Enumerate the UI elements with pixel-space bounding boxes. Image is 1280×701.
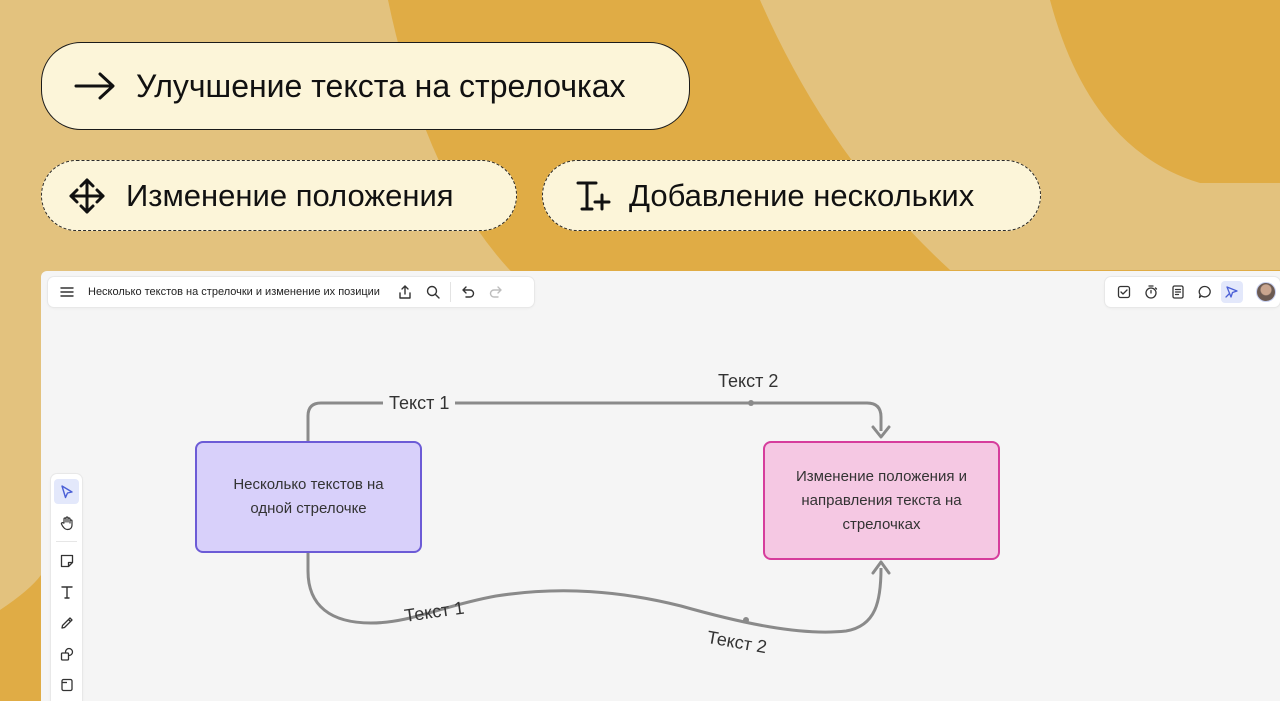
- checkbox-icon[interactable]: [1113, 281, 1135, 303]
- export-icon[interactable]: [394, 281, 416, 303]
- menu-icon[interactable]: [56, 281, 78, 303]
- arrow-right-icon: [74, 72, 115, 100]
- sticky-note-icon[interactable]: [54, 548, 79, 573]
- feature-pill-label: Улучшение текста на стрелочках: [136, 67, 626, 104]
- node-label: Изменение положения и направления текста…: [795, 467, 968, 533]
- feature-pill-move: Изменение положения: [41, 160, 517, 231]
- tool-divider: [56, 541, 77, 542]
- top-right-toolbar: [1105, 277, 1280, 307]
- node-label: Несколько текстов на одной стрелочке: [233, 476, 384, 517]
- bottom-connector-handle: [743, 617, 749, 623]
- undo-icon[interactable]: [457, 281, 479, 303]
- feature-pill-add-multiple: Добавление нескольких: [542, 160, 1041, 231]
- cursor-icon[interactable]: [54, 479, 79, 504]
- hand-icon[interactable]: [54, 510, 79, 535]
- feature-pill-label: Изменение положения: [126, 177, 454, 213]
- top-connector-arrowhead: [871, 425, 891, 439]
- diagram-canvas: [306, 400, 891, 634]
- top-connector: [306, 401, 883, 441]
- left-tool-panel: [51, 474, 82, 701]
- redo-icon[interactable]: [485, 281, 507, 303]
- avatar[interactable]: [1256, 282, 1276, 302]
- timer-icon[interactable]: [1140, 281, 1162, 303]
- text-icon[interactable]: [54, 579, 79, 604]
- board-title[interactable]: Несколько текстов на стрелочки и изменен…: [88, 286, 380, 298]
- arrow-label-top-2[interactable]: Текст 2: [718, 371, 779, 391]
- feature-pill-label: Добавление нескольких: [629, 177, 975, 213]
- frame-icon[interactable]: [54, 672, 79, 697]
- notes-icon[interactable]: [1167, 281, 1189, 303]
- top-connector-handle: [748, 400, 754, 406]
- pen-icon[interactable]: [54, 610, 79, 635]
- diagram-node-left[interactable]: Несколько текстов на одной стрелочке: [195, 441, 422, 553]
- whiteboard-app: Несколько текстов на стрелочки и изменен…: [41, 271, 1280, 701]
- move-arrows-icon: [69, 178, 105, 213]
- diagram-node-right[interactable]: Изменение положения и направления текста…: [763, 441, 1000, 560]
- arrow-label-top-1[interactable]: Текст 1: [383, 393, 456, 413]
- bottom-connector-arrowhead: [871, 560, 891, 575]
- bottom-connector: [306, 553, 883, 634]
- shapes-icon[interactable]: [54, 641, 79, 666]
- feature-pill-arrow-text: Улучшение текста на стрелочках: [41, 42, 690, 130]
- presentation-cursor-icon[interactable]: [1221, 281, 1243, 303]
- toolbar-divider: [449, 282, 451, 302]
- text-plus-icon: [576, 181, 611, 210]
- search-icon[interactable]: [422, 281, 444, 303]
- top-left-toolbar: Несколько текстов на стрелочки и изменен…: [48, 277, 534, 307]
- comment-icon[interactable]: [1194, 281, 1216, 303]
